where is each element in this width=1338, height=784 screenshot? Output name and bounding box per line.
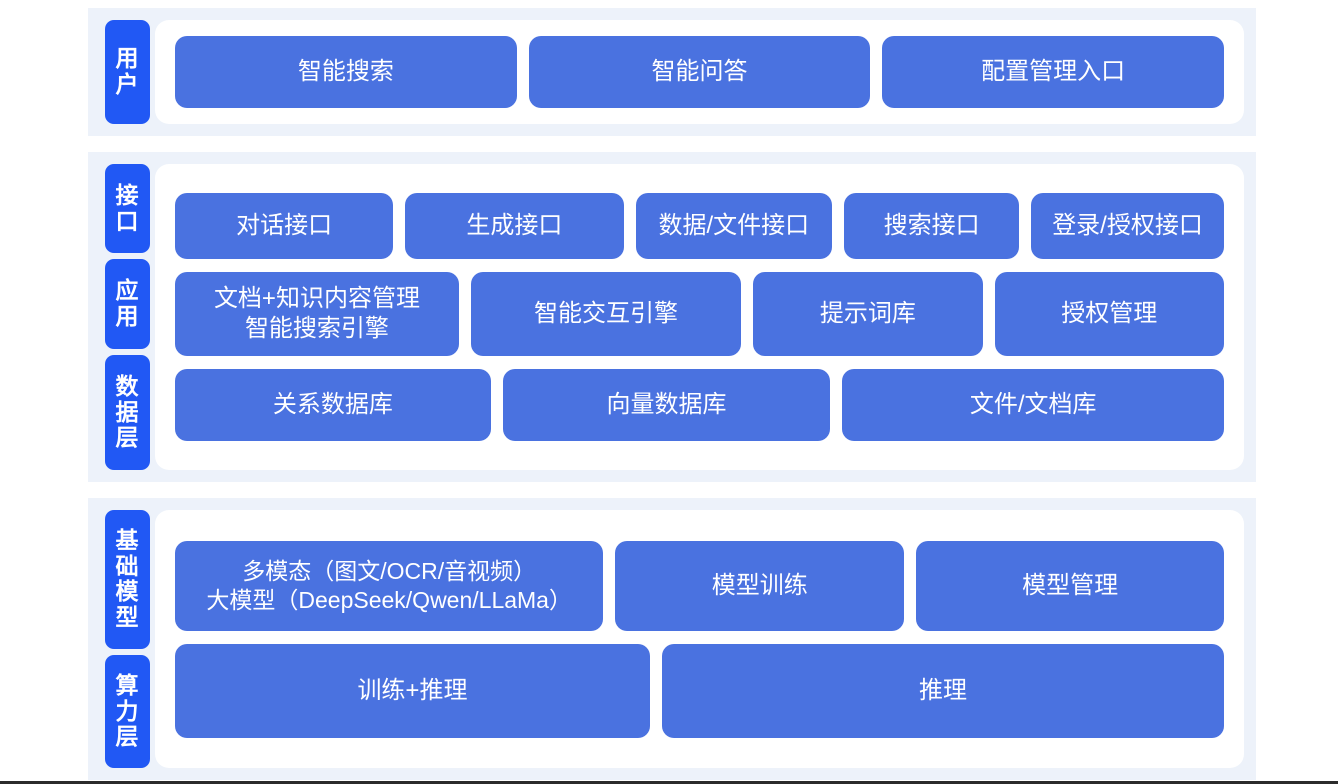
section-core-tabs: 接口 应用 数据层: [88, 152, 150, 482]
layer-tab-user[interactable]: 用户: [105, 20, 150, 124]
section-user: 用户 智能搜索 智能问答 配置管理入口: [88, 8, 1256, 136]
box-config-management-entry[interactable]: 配置管理入口: [882, 36, 1225, 108]
section-core: 接口 应用 数据层 对话接口 生成接口 数据/文件接口 搜索接口 登录/授权接口…: [88, 152, 1256, 482]
box-model-management[interactable]: 模型管理: [916, 540, 1224, 631]
layer-tab-data[interactable]: 数据层: [105, 354, 150, 471]
section-base-panel: 多模态（图文/OCR/音视频） 大模型（DeepSeek/Qwen/LLaMa）…: [155, 510, 1244, 768]
section-user-tabs: 用户: [88, 8, 150, 136]
box-smart-search[interactable]: 智能搜索: [175, 36, 517, 108]
layer-tab-user-label: 用户: [115, 45, 140, 97]
section-base-tabs: 基础模型 算力层: [88, 498, 150, 780]
box-inference[interactable]: 推理: [661, 643, 1224, 738]
box-vector-database[interactable]: 向量数据库: [502, 369, 831, 441]
box-smart-interaction-engine[interactable]: 智能交互引擎: [470, 272, 742, 356]
box-prompt-library[interactable]: 提示词库: [753, 272, 983, 356]
box-document-knowledge-management[interactable]: 文档+知识内容管理 智能搜索引擎: [175, 272, 459, 356]
row-data: 关系数据库 向量数据库 文件/文档库: [175, 369, 1224, 441]
architecture-diagram: 用户 智能搜索 智能问答 配置管理入口 接口 应用 数据层 对话接: [88, 0, 1256, 784]
box-training-and-inference[interactable]: 训练+推理: [175, 643, 650, 738]
row-compute: 训练+推理 推理: [175, 643, 1224, 738]
box-smart-qa[interactable]: 智能问答: [528, 36, 871, 108]
layer-tab-base-model-label: 基础模型: [115, 526, 140, 631]
row-user-apps: 智能搜索 智能问答 配置管理入口: [175, 36, 1225, 108]
layer-tab-compute[interactable]: 算力层: [105, 654, 150, 768]
layer-tab-compute-label: 算力层: [115, 671, 140, 750]
layer-tab-interface[interactable]: 接口: [105, 164, 150, 254]
box-relational-database[interactable]: 关系数据库: [175, 369, 491, 441]
section-user-panel: 智能搜索 智能问答 配置管理入口: [155, 20, 1244, 124]
box-multimodal-large-model[interactable]: 多模态（图文/OCR/音视频） 大模型（DeepSeek/Qwen/LLaMa）: [175, 540, 604, 631]
box-data-file-api[interactable]: 数据/文件接口: [635, 193, 833, 259]
page-bottom-rule: [0, 781, 1338, 784]
layer-tab-interface-label: 接口: [115, 181, 140, 234]
layer-tab-base-model[interactable]: 基础模型: [105, 510, 150, 649]
section-core-panel: 对话接口 生成接口 数据/文件接口 搜索接口 登录/授权接口 文档+知识内容管理…: [155, 164, 1244, 470]
section-base: 基础模型 算力层 多模态（图文/OCR/音视频） 大模型（DeepSeek/Qw…: [88, 498, 1256, 780]
layer-tab-application[interactable]: 应用: [105, 259, 150, 349]
row-base-model: 多模态（图文/OCR/音视频） 大模型（DeepSeek/Qwen/LLaMa）…: [175, 540, 1224, 631]
layer-tab-data-label: 数据层: [115, 372, 140, 451]
row-application: 文档+知识内容管理 智能搜索引擎 智能交互引擎 提示词库 授权管理: [175, 272, 1224, 356]
layer-tab-application-label: 应用: [115, 277, 140, 330]
box-generation-api[interactable]: 生成接口: [405, 193, 624, 259]
box-model-training[interactable]: 模型训练: [615, 540, 905, 631]
box-search-api[interactable]: 搜索接口: [844, 193, 1020, 259]
box-dialog-api[interactable]: 对话接口: [175, 193, 394, 259]
row-interface: 对话接口 生成接口 数据/文件接口 搜索接口 登录/授权接口: [175, 193, 1225, 259]
box-file-document-store[interactable]: 文件/文档库: [842, 369, 1224, 441]
box-authorization-management[interactable]: 授权管理: [994, 272, 1224, 356]
box-login-auth-api[interactable]: 登录/授权接口: [1031, 193, 1225, 259]
